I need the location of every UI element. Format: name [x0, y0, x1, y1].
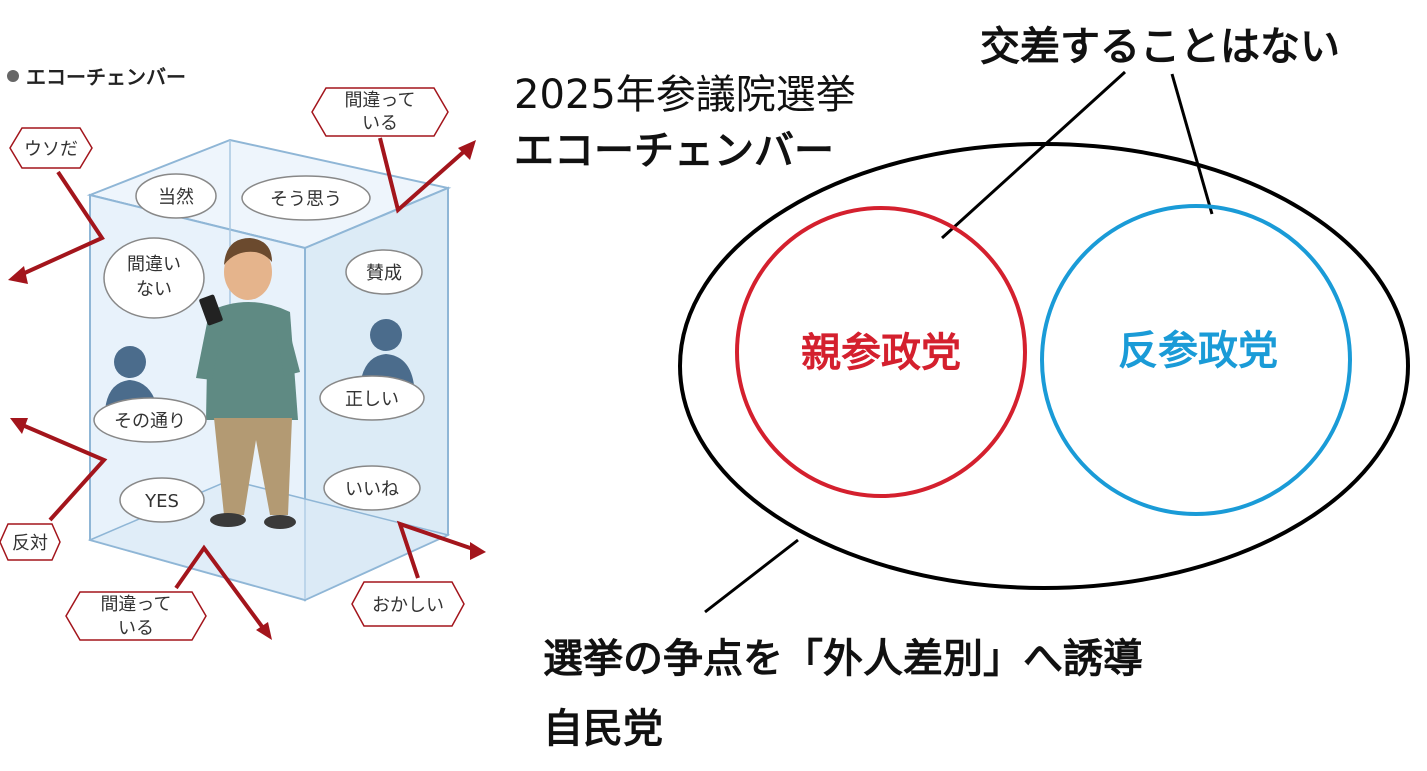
- outer-label-text-1: ウソだ: [24, 139, 78, 160]
- inner-bubble-3: 間違い ない: [103, 237, 205, 319]
- main-title: 2025年参議院選挙 エコーチェンバー: [514, 72, 856, 174]
- outer-label-1: ウソだ: [9, 127, 93, 169]
- circle-pro-sanseito: 親参政党: [735, 206, 1027, 498]
- inner-bubble-text-3b: ない: [136, 279, 172, 300]
- outer-label-text-2a: 間違って: [344, 90, 415, 111]
- bottom-caption: 選挙の争点を「外人差別」へ誘導 自民党: [543, 636, 1143, 752]
- outer-label-2: 間違って いる: [311, 87, 449, 137]
- inner-bubble-6: その通り: [93, 397, 207, 443]
- arrowhead-icon: [256, 622, 272, 640]
- outer-label-text-3: 反対: [12, 533, 48, 554]
- outer-label-text-5: おかしい: [372, 595, 444, 616]
- outer-ellipse: [678, 142, 1410, 590]
- arrowhead-icon: [10, 418, 28, 434]
- inner-bubble-2: そう思う: [241, 175, 371, 221]
- leader-line-right: [1170, 73, 1214, 215]
- inner-bubble-1: 当然: [135, 173, 217, 219]
- outer-label-3: 反対: [0, 523, 61, 561]
- circle-pro-sanseito-ring: [735, 206, 1027, 498]
- bottom-caption-line1: 選挙の争点を「外人差別」へ誘導: [543, 636, 1143, 682]
- outer-label-5: おかしい: [351, 581, 465, 627]
- inset-title-text: エコーチェンバー: [26, 65, 186, 89]
- smartphone-icon: [199, 294, 223, 326]
- reflection-arrows: [17, 137, 477, 634]
- person-with-smartphone: [196, 238, 300, 529]
- inner-bubble-8: いいね: [323, 465, 421, 511]
- echo-chamber-illustration: エコーチェンバー: [0, 65, 486, 641]
- circle-anti-sanseito: 反参政党: [1040, 204, 1352, 516]
- arrowhead-icon: [458, 140, 476, 160]
- top-label: 交差することはない: [980, 24, 1340, 70]
- bottom-caption-line2: 自民党: [543, 706, 663, 752]
- outer-label-4: 間違って いる: [65, 591, 207, 641]
- inner-bubble-4: 賛成: [345, 249, 423, 295]
- inner-bubble-text-1: 当然: [158, 187, 194, 208]
- arrowhead-icon: [8, 266, 28, 284]
- inner-bubble-7: YES: [119, 477, 205, 523]
- inner-bubble-text-7: YES: [144, 491, 179, 512]
- arrowhead-icon: [470, 542, 486, 560]
- bullet-icon: [7, 70, 19, 82]
- inner-bubble-text-5: 正しい: [345, 389, 399, 410]
- circle-anti-sanseito-label: 反参政党: [1118, 328, 1278, 374]
- leader-line-bottom: [704, 538, 799, 614]
- inner-bubble-text-3a: 間違い: [127, 254, 181, 275]
- leader-lines: [704, 70, 1214, 614]
- outer-label-text-4b: いる: [118, 618, 154, 639]
- inner-bubble-5: 正しい: [319, 375, 425, 421]
- main-title-line2: エコーチェンバー: [514, 128, 834, 174]
- inner-bubble-text-2: そう思う: [270, 189, 342, 210]
- circle-anti-sanseito-ring: [1040, 204, 1352, 516]
- inner-bubble-text-8: いいね: [345, 479, 399, 500]
- inner-bubble-text-4: 賛成: [366, 263, 402, 284]
- arrow-heads: [8, 140, 486, 640]
- leader-line-left: [940, 70, 1127, 240]
- main-title-line1: 2025年参議院選挙: [514, 72, 856, 118]
- outer-label-text-4a: 間違って: [100, 594, 171, 615]
- circle-pro-sanseito-label: 親参政党: [801, 330, 961, 376]
- inset-title: エコーチェンバー: [7, 65, 186, 89]
- inner-bubble-text-6: その通り: [114, 411, 186, 432]
- outer-label-text-2b: いる: [362, 113, 398, 134]
